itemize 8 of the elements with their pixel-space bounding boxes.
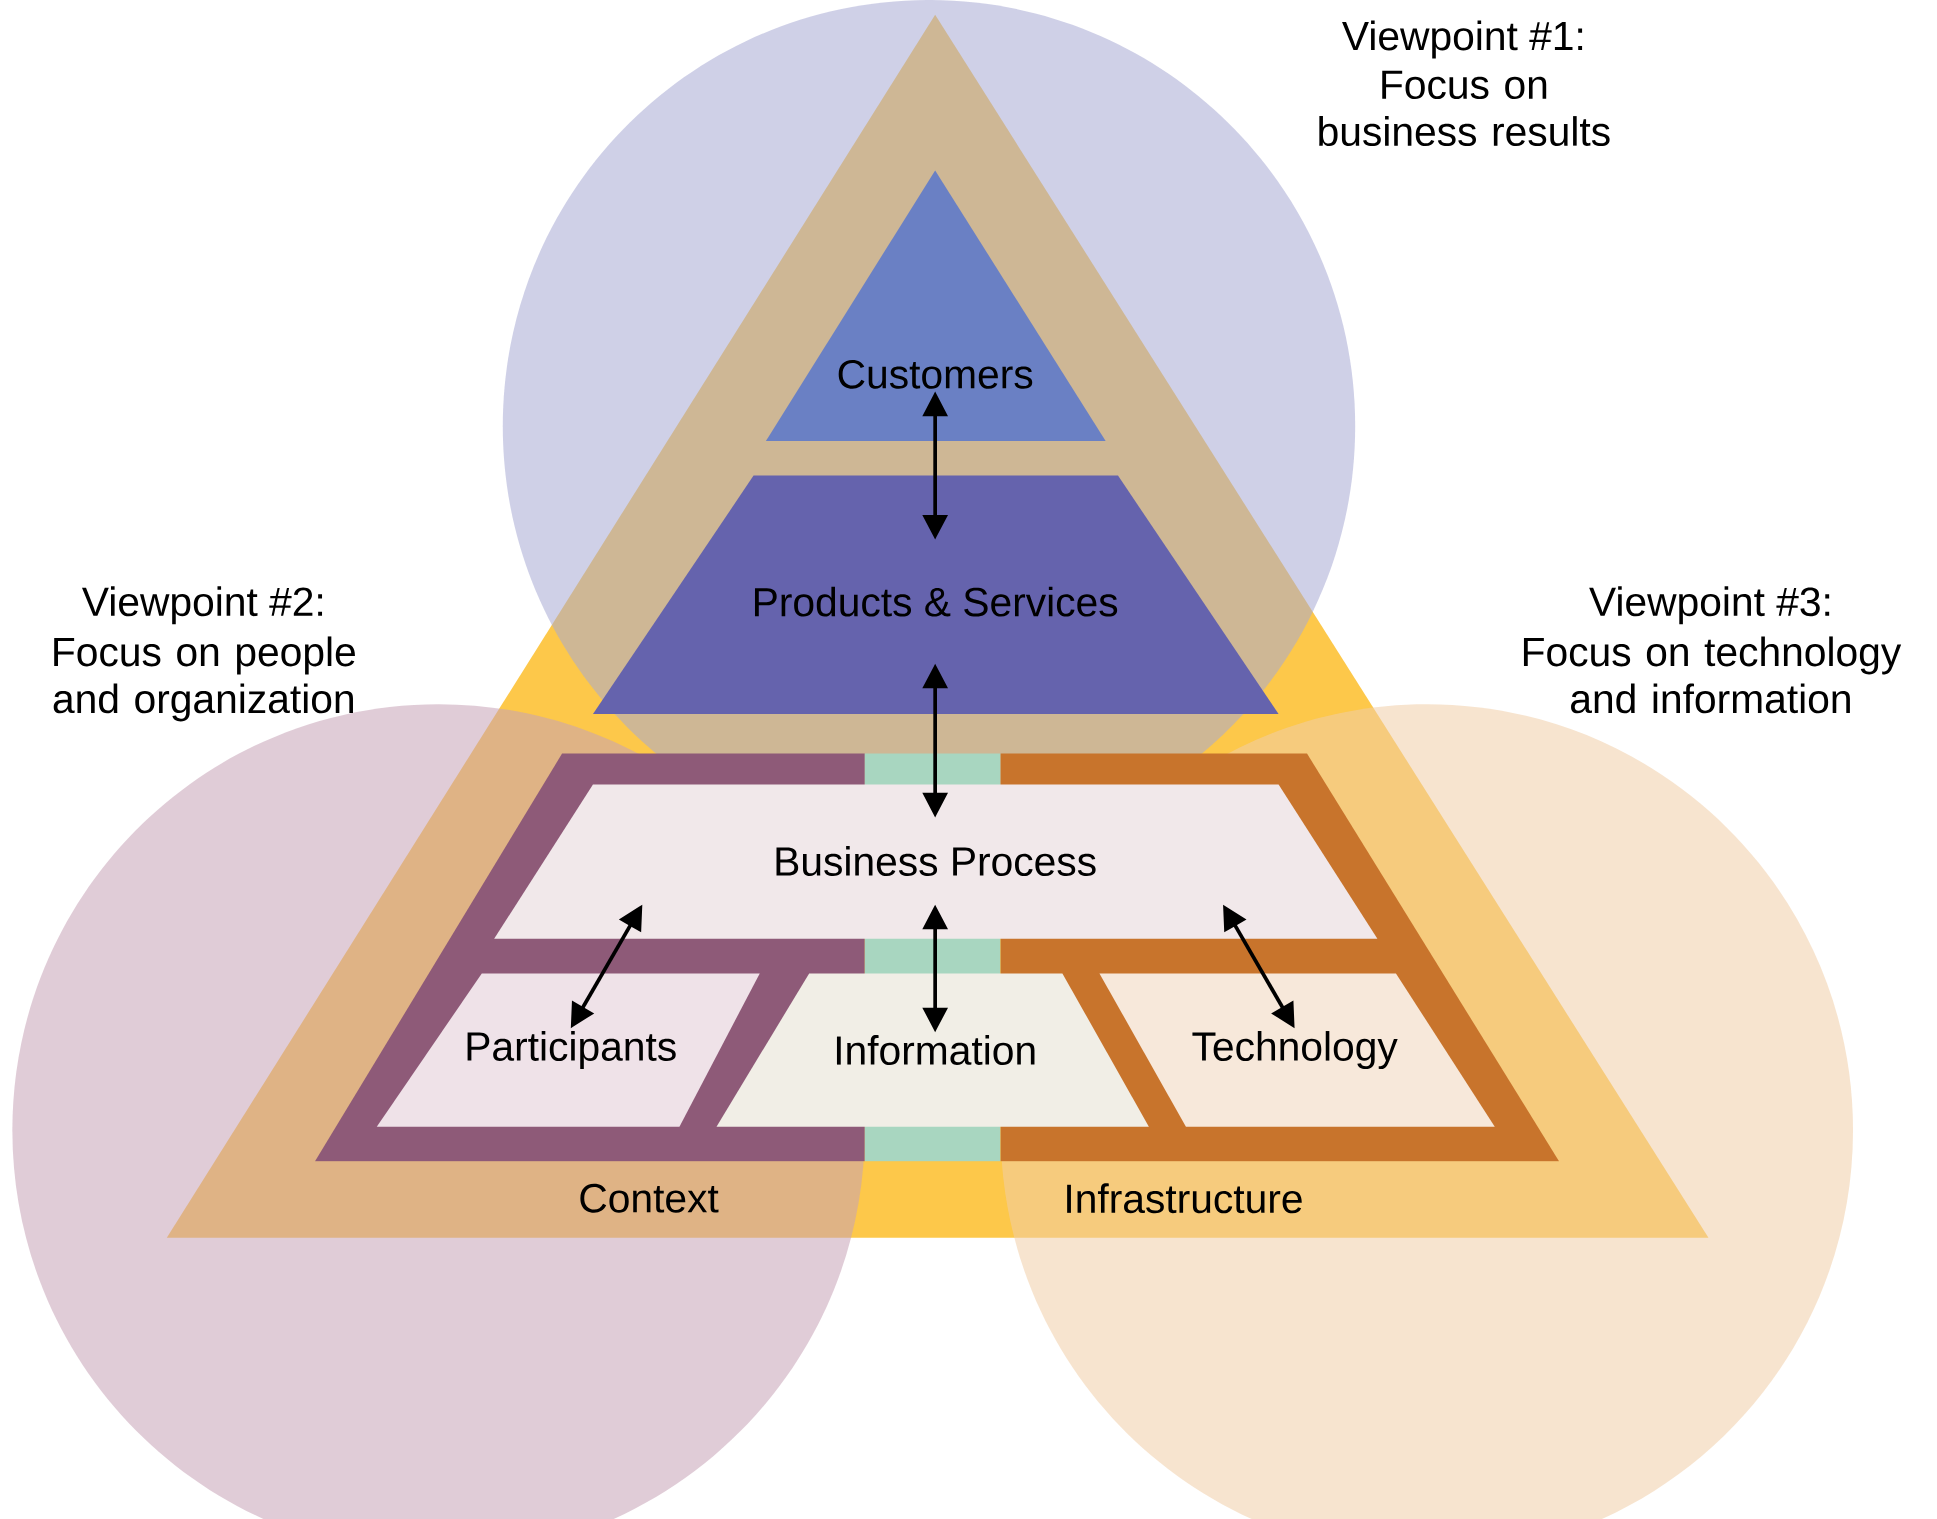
layer-label: Context (580, 1183, 719, 1213)
viewpoint-heading: Viewpoint #1: (1342, 20, 1583, 59)
viewpoint-text: Focus on technology and information (1523, 636, 1902, 714)
viewpoint-text: Focus on business results (1319, 70, 1610, 146)
viewpoint-heading: Viewpoint #2: (82, 586, 323, 625)
layer-label: Infrastructure (1067, 1183, 1302, 1213)
viewpoint-text: Focus on people and organization (53, 636, 355, 722)
viewpoint-heading: Viewpoint #3: (1589, 586, 1830, 625)
